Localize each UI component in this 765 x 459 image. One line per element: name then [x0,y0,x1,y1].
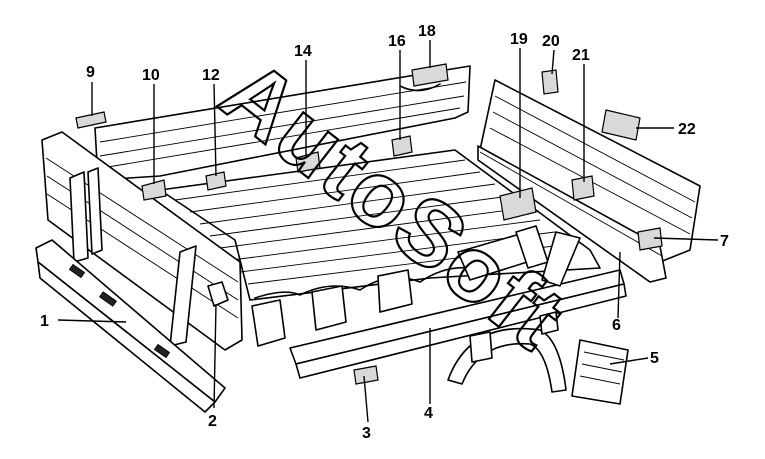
callout-12: 12 [202,67,220,84]
rear-board [35,239,229,413]
cross-brackets [251,225,581,347]
wheel-arch [447,311,567,393]
callout-lines [57,40,719,423]
longitudinal-beam [289,269,627,379]
callout-1: 1 [40,313,49,330]
small-parts [75,63,663,385]
callout-18: 18 [418,23,436,40]
callout-10: 10 [142,67,160,84]
callout-5: 5 [650,350,659,367]
callout-20: 20 [542,33,560,50]
callout-7: 7 [720,233,729,250]
callout-16: 16 [388,33,406,50]
callout-22: 22 [678,121,696,138]
callout-2: 2 [208,413,217,430]
callout-6: 6 [612,317,621,334]
callout-labels: 1 2 3 4 5 6 7 9 10 12 14 16 18 19 20 21 … [40,23,729,442]
callout-21: 21 [572,47,590,64]
callout-9: 9 [86,64,95,81]
right-side-board [477,79,701,283]
mud-flap [571,339,629,405]
left-side-board [41,131,243,351]
callout-19: 19 [510,31,528,48]
callout-3: 3 [362,425,371,442]
callout-14: 14 [294,43,312,60]
callout-4: 4 [424,405,433,422]
